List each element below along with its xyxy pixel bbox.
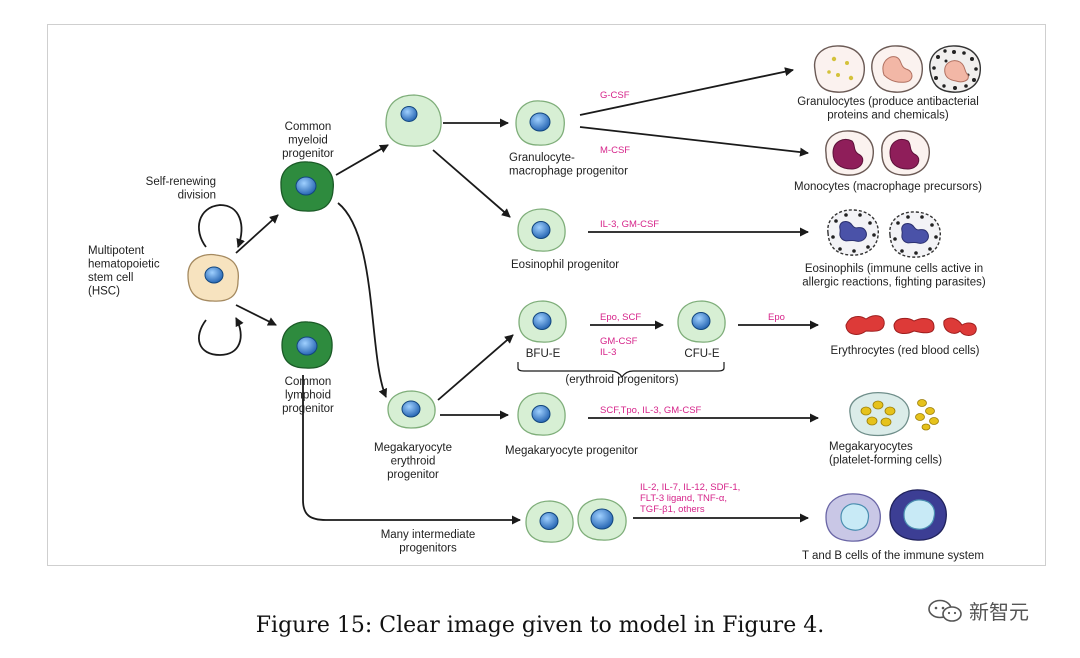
- hsc-cell: [187, 253, 240, 302]
- factor-meg: SCF,Tpo, IL-3, GM-CSF: [600, 405, 702, 416]
- gmp-cell: [515, 100, 565, 146]
- granulocyte-cell-2: [871, 45, 923, 93]
- arrow-cmp-mep: [337, 202, 387, 398]
- monocyte-cell-1: [825, 130, 874, 176]
- factor-epo-scf: Epo, SCF: [600, 312, 641, 323]
- bfu-e-cell: [518, 300, 567, 343]
- granulocyte-cell-3: [929, 45, 981, 93]
- watermark: 新智元: [925, 596, 1029, 625]
- factor-mcsf: M-CSF: [600, 145, 630, 156]
- factor-gcsf: G-CSF: [600, 90, 630, 101]
- gmp-label: Granulocyte-macrophage progenitor: [509, 152, 628, 178]
- tb-cells-label: T and B cells of the immune system: [802, 550, 984, 562]
- cfu-e-cell: [677, 300, 726, 343]
- arrow-cmp-myeloid: [335, 144, 389, 176]
- erythroid-bracket: [517, 362, 725, 379]
- self-renew-arrow-top: [198, 204, 245, 248]
- monocytes-label: Monocytes (macrophage precursors): [794, 181, 982, 193]
- arrow-clp-intermediate: [302, 375, 521, 525]
- arrow-gmp-monocytes: [579, 126, 809, 157]
- arrows: [198, 67, 819, 525]
- arrow-mep-bfu: [437, 334, 514, 401]
- cmp-cell: [280, 161, 334, 212]
- eos-prog-label: Eosinophil progenitor: [511, 259, 619, 271]
- cfu-label: CFU-E: [684, 348, 719, 360]
- platelets: [915, 399, 939, 431]
- arrow-hsc-clp: [235, 304, 277, 326]
- figure-caption: Figure 15: Clear image given to model in…: [255, 613, 825, 638]
- self-renew-arrow-bottom: [198, 317, 244, 356]
- factor-epo: Epo: [768, 312, 785, 323]
- mep-cell: [387, 390, 436, 429]
- megakaryocyte-cell: [849, 392, 910, 437]
- erythrocyte-cell-2: [893, 317, 935, 334]
- arrow-myeloid-eos: [432, 149, 511, 218]
- erythrocyte-cell-1: [845, 315, 885, 335]
- erythrocytes-label: Erythrocytes (red blood cells): [831, 345, 980, 357]
- meg-prog-cell: [517, 392, 566, 436]
- erythroid-prog-label: (erythroid progenitors): [565, 374, 678, 386]
- eosinophil-cell-1: [827, 209, 879, 256]
- clp-cell: [281, 321, 333, 369]
- intermediate-cell-2: [577, 498, 627, 541]
- meg-prog-label: Megakaryocyte progenitor: [505, 445, 638, 457]
- wechat-icon: [928, 599, 962, 622]
- watermark-text: 新智元: [969, 600, 1029, 624]
- myeloid-cell: [385, 94, 442, 147]
- monocyte-cell-2: [881, 130, 930, 176]
- megakaryocytes-label: Megakaryocytes(platelet-forming cells): [829, 441, 942, 467]
- granulocyte-cell-1: [813, 45, 865, 93]
- arrow-hsc-cmp: [235, 214, 279, 254]
- bfu-label: BFU-E: [526, 348, 561, 360]
- intermediate-cell-1: [525, 500, 574, 543]
- arrow-gmp-granulocytes: [579, 67, 794, 116]
- erythrocyte-cell-3: [943, 317, 977, 336]
- factor-lymph: IL-2, IL-7, IL-12, SDF-1,FLT-3 ligand, T…: [640, 482, 740, 515]
- eos-prog-cell: [517, 208, 566, 252]
- factor-eos: IL-3, GM-CSF: [600, 219, 659, 230]
- b-cell: [889, 489, 947, 541]
- eosinophil-cell-2: [889, 211, 941, 258]
- t-cell: [825, 493, 881, 542]
